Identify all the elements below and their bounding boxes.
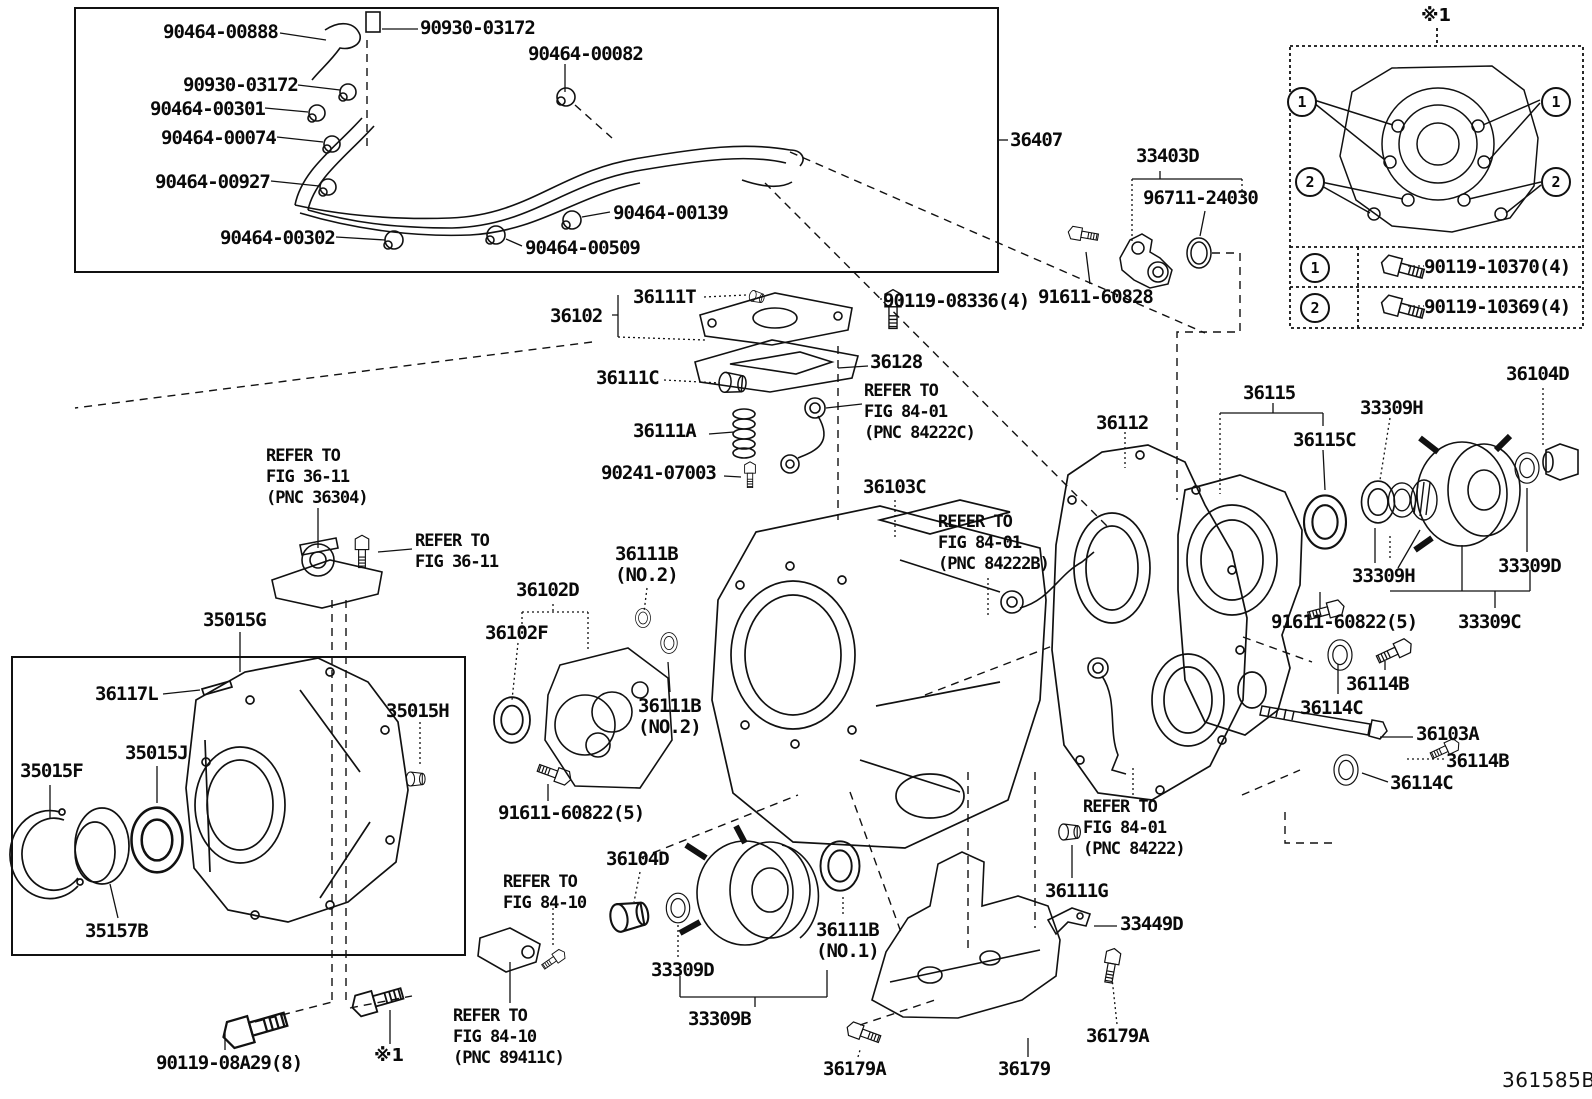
part-label-90464-00074: 90464-00074 [161,127,277,149]
callout-1-left: 1 [1287,87,1317,117]
note-refer-fig84-10-89411C: REFER TO FIG 84-10 (PNC 89411C) [453,1006,565,1068]
legend-part-2: 90119-10369(4) [1424,296,1571,318]
part-label-36114B-b: 36114B [1446,750,1510,772]
adapter-housing-inset [1313,65,1542,233]
part-label-36104D-top: 36104D [1506,363,1570,385]
transfer-case [711,499,1047,849]
support-bracket [844,551,1127,1047]
callout-2-right: 2 [1541,167,1571,197]
part-label-33309H-top: 33309H [1360,397,1424,419]
right-bolt-cluster [1259,598,1462,786]
hose-assembly [294,11,804,250]
part-label-36104D-bottom: 36104D [606,848,670,870]
part-label-33403D: 33403D [1136,145,1200,167]
part-label-90464-00509: 90464-00509 [525,237,641,259]
part-label-33309B: 33309B [688,1008,752,1030]
part-label-36111A: 36111A [633,420,697,442]
note-refer-fig84-01-84222: REFER TO FIG 84-01 (PNC 84222) [1083,797,1186,859]
part-label-36128: 36128 [870,351,923,373]
extension-housing-group [9,657,426,923]
part-label-91611-60822-left: 91611-60822(5) [498,802,645,824]
dashed-lines [74,40,1333,1026]
part-label-36111C: 36111C [596,367,660,389]
part-label-35015H: 35015H [386,700,450,722]
part-label-90119-08A29: 90119-08A29(8) [156,1052,303,1074]
front-case [1051,444,1248,801]
part-label-36115: 36115 [1243,382,1296,404]
breather-bracket-parts [1066,225,1212,289]
part-label-35157B: 35157B [85,920,149,942]
part-label-36114B-a: 36114B [1346,673,1410,695]
part-label-36111B-no2-b: 36111B (NO.2) [638,695,702,738]
part-label-36114C-a: 36114C [1300,697,1364,719]
part-label-33309D-bottom: 33309D [651,959,715,981]
note-refer-fig84-10: REFER TO FIG 84-10 [503,872,587,913]
part-label-36407: 36407 [1010,129,1063,151]
part-label-90464-00082: 90464-00082 [528,43,644,65]
part-label-35015G: 35015G [203,609,267,631]
shift-control-part [271,534,383,609]
part-label-36114C-b: 36114C [1390,772,1454,794]
drawing-code: 361585B [1502,1068,1592,1092]
part-label-33309H-bottom: 33309H [1352,565,1416,587]
part-label-33309C: 33309C [1458,611,1522,633]
part-label-36115C: 36115C [1293,429,1357,451]
note-refer-fig84-01-84222C: REFER TO FIG 84-01 (PNC 84222C) [864,381,976,443]
footnote-marker-bottom: ※1 [374,1045,405,1066]
part-label-90464-00139: 90464-00139 [613,202,729,224]
part-label-36103C: 36103C [863,476,927,498]
part-label-36102F: 36102F [485,622,549,644]
leader-lines [49,28,1531,1057]
part-label-36102: 36102 [550,305,603,327]
note-refer-fig36-11: REFER TO FIG 36-11 [415,531,499,572]
legend-callout-1: 1 [1300,253,1330,283]
case-cover [1177,474,1303,736]
diagram-boxes [11,7,1584,956]
note-refer-fig84-01-84222B: REFER TO FIG 84-01 (PNC 84222B) [938,512,1050,574]
part-label-36112: 36112 [1096,412,1149,434]
callout-2-left: 2 [1295,167,1325,197]
part-label-36111G: 36111G [1045,880,1109,902]
part-label-36111B-no2-a: 36111B (NO.2) [615,543,679,586]
part-label-36179A-left: 36179A [823,1058,887,1080]
hub-and-drum [477,824,861,973]
part-label-36111T: 36111T [633,286,697,308]
part-label-90930-03172-a: 90930-03172 [420,17,536,39]
part-label-33449D: 33449D [1120,913,1184,935]
part-label-35015J: 35015J [125,742,189,764]
callout-1-right: 1 [1541,87,1571,117]
part-label-90464-00927: 90464-00927 [155,171,271,193]
dotted-leaders [419,179,1544,1058]
part-label-90119-08336: 90119-08336(4) [883,290,1030,312]
part-label-36102D: 36102D [516,579,580,601]
part-label-90464-00888: 90464-00888 [163,21,279,43]
part-label-33309D-right: 33309D [1498,555,1562,577]
legend-part-1: 90119-10370(4) [1424,256,1571,278]
part-label-90464-00301: 90464-00301 [150,98,266,120]
footnote-marker-top: ※1 [1421,5,1452,26]
part-label-90930-03172-b: 90930-03172 [183,74,299,96]
part-label-35015F: 35015F [20,760,84,782]
part-label-90464-00302: 90464-00302 [220,227,336,249]
companion-flange [1413,433,1579,553]
note-refer-fig36-11-36304: REFER TO FIG 36-11 (PNC 36304) [266,446,369,508]
part-label-91611-60822-right: 91611-60822(5) [1271,611,1418,633]
part-label-36179: 36179 [998,1058,1051,1080]
oil-pump [493,647,673,789]
part-label-36103A: 36103A [1416,723,1480,745]
control-retainer-and-gasket [694,288,902,489]
legend-callout-2: 2 [1300,293,1330,323]
part-label-36111B-no1: 36111B (NO.1) [816,919,880,962]
part-label-90241-07003: 90241-07003 [601,462,717,484]
part-label-36179A-right: 36179A [1086,1025,1150,1047]
part-label-91611-60828: 91611-60828 [1038,286,1154,308]
part-label-36117L: 36117L [95,683,159,705]
part-label-96711-24030: 96711-24030 [1143,187,1259,209]
